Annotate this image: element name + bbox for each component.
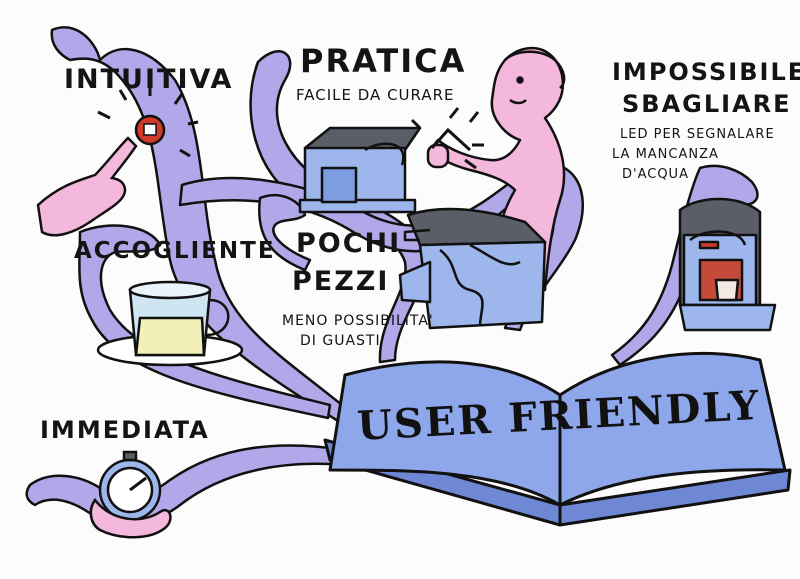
coffee-machine-puzzle (398, 207, 547, 330)
stopwatch-icon (98, 450, 162, 522)
hand-holding-icon (89, 497, 172, 539)
ribbon-middle (178, 162, 584, 332)
label-immediata: IMMEDIATA (40, 416, 210, 444)
label-accogliente: ACCOGLIENTE (74, 238, 276, 264)
straw-icon (430, 127, 472, 152)
label-impossibile-sub-2: LA MANCANZA (612, 147, 719, 162)
label-pratica: PRATICA (300, 42, 467, 80)
label-pochi-1: POCHI (296, 228, 402, 259)
open-book (323, 351, 792, 527)
pratica-emphasis-lines (410, 107, 484, 170)
label-intuitiva: INTUITIVA (64, 64, 234, 95)
coffee-glass-icon (96, 280, 244, 367)
label-impossibile-sub-1: LED PER SEGNALARE (620, 127, 775, 142)
coffee-machine-led (678, 197, 777, 332)
label-impossibile-2: SBAGLIARE (622, 90, 792, 118)
label-pochi-sub-1: MENO POSSIBILITA' (282, 313, 434, 329)
label-pochi-2: PEZZI (292, 266, 390, 297)
pointing-hand-icon (36, 136, 138, 237)
ribbon-immediata (25, 444, 347, 526)
coffee-machine-pratica (298, 126, 422, 214)
label-pochi-sub-2: DI GUASTI (300, 333, 381, 349)
label-pratica-sub: FACILE DA CURARE (296, 86, 455, 104)
label-impossibile-sub-3: D'ACQUA (622, 167, 689, 182)
label-impossibile-1: IMPOSSIBILE (612, 58, 800, 86)
